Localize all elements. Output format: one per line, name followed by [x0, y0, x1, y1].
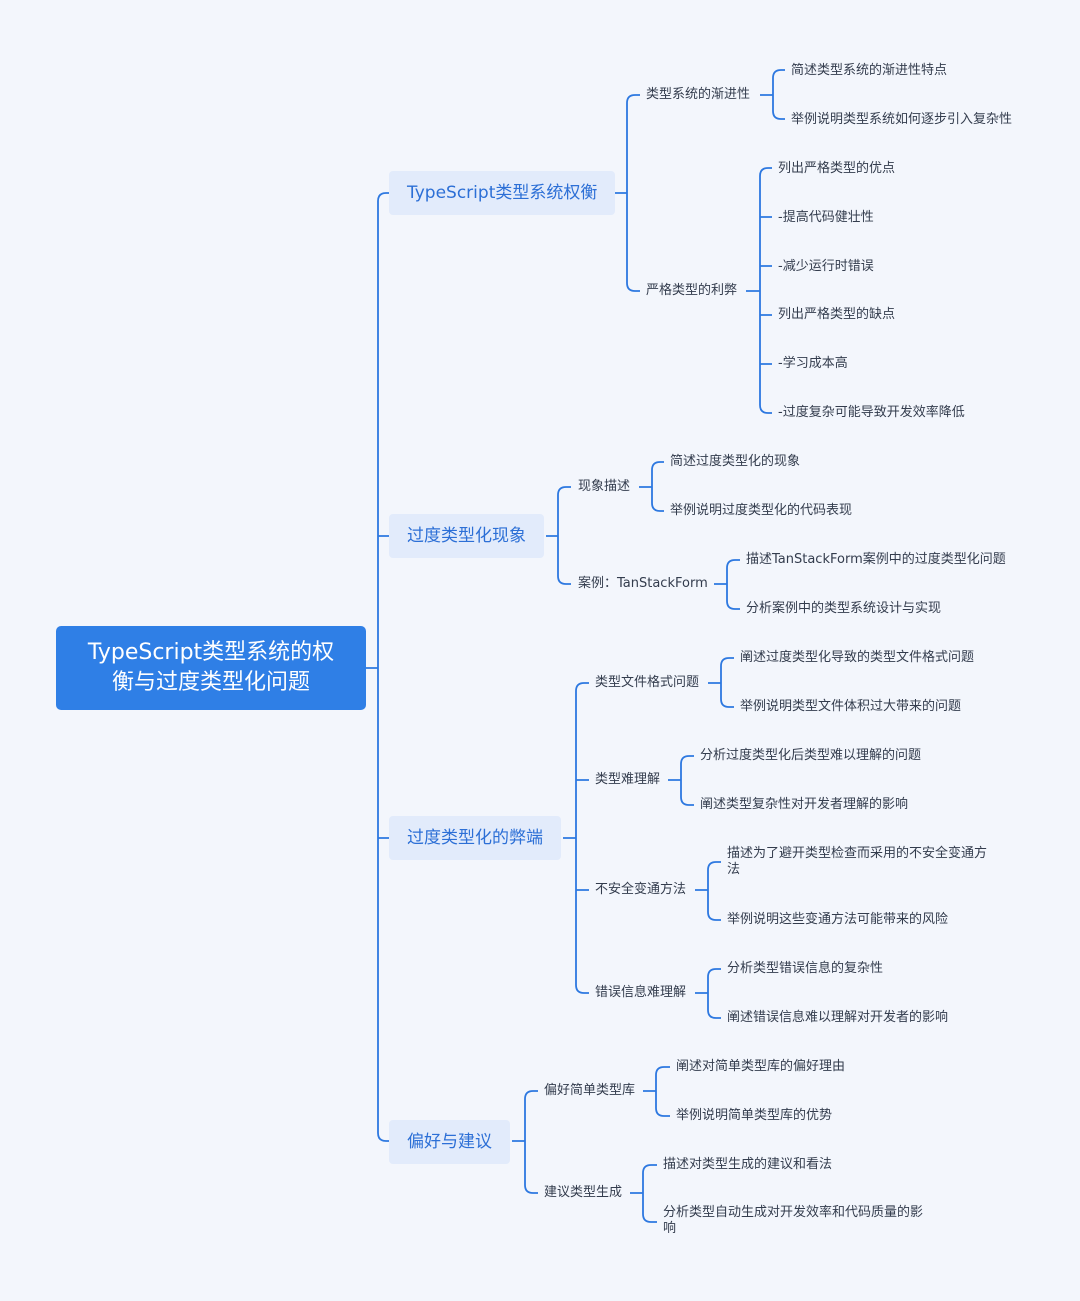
- leaf-item[interactable]: 简述类型系统的渐进性特点: [791, 63, 948, 78]
- topic-strict-typing[interactable]: 严格类型的利弊: [646, 283, 738, 298]
- root-label-line-1: TypeScript类型系统的权: [87, 640, 335, 665]
- leaf-item[interactable]: 分析案例中的类型系统设计与实现: [746, 601, 942, 616]
- leaf-item[interactable]: 举例说明类型系统如何逐步引入复杂性: [791, 112, 1013, 127]
- root-label-line-2: 衡与过度类型化问题: [111, 670, 310, 695]
- leaf-item[interactable]: 阐述对简单类型库的偏好理由: [676, 1059, 846, 1074]
- topic-suggest-type-generation[interactable]: 建议类型生成: [544, 1185, 623, 1200]
- leaf-item[interactable]: 列出严格类型的缺点: [778, 307, 896, 322]
- leaf-item[interactable]: -学习成本高: [778, 356, 848, 371]
- leaf-item[interactable]: -提高代码健壮性: [778, 210, 874, 225]
- leaf-item[interactable]: 描述为了避开类型检查而采用的不安全变通方法: [727, 846, 988, 877]
- leaf-item[interactable]: 举例说明类型文件体积过大带来的问题: [740, 699, 962, 714]
- connector-path: [366, 69, 785, 1223]
- leaf-item[interactable]: 描述TanStackForm案例中的过度类型化问题: [746, 552, 1006, 567]
- topic-type-file-format[interactable]: 类型文件格式问题: [595, 675, 700, 690]
- leaf-item[interactable]: 分析类型错误信息的复杂性: [727, 961, 884, 976]
- leaf-item[interactable]: 阐述过度类型化导致的类型文件格式问题: [740, 650, 975, 665]
- root-node[interactable]: TypeScript类型系统的权 衡与过度类型化问题: [56, 626, 366, 710]
- branch-typescript-tradeoffs[interactable]: TypeScript类型系统权衡: [389, 171, 616, 215]
- topic-error-messages[interactable]: 错误信息难理解: [595, 985, 687, 1000]
- leaf-item[interactable]: 分析类型自动生成对开发效率和代码质量的影响: [663, 1205, 924, 1236]
- leaf-item[interactable]: 描述对类型生成的建议和看法: [663, 1157, 833, 1172]
- topic-gradual-typing[interactable]: 类型系统的渐进性: [646, 87, 751, 102]
- leaf-item[interactable]: 举例说明这些变通方法可能带来的风险: [727, 912, 949, 927]
- leaf-item[interactable]: 举例说明过度类型化的代码表现: [670, 503, 853, 518]
- leaf-item[interactable]: -过度复杂可能导致开发效率降低: [778, 405, 965, 420]
- leaf-item[interactable]: 分析过度类型化后类型难以理解的问题: [700, 748, 922, 763]
- leaf-item[interactable]: 举例说明简单类型库的优势: [676, 1108, 833, 1123]
- branch-over-typing-phenomenon[interactable]: 过度类型化现象: [389, 514, 544, 558]
- branch-over-typing-drawbacks[interactable]: 过度类型化的弊端: [389, 816, 561, 860]
- leaf-item[interactable]: 列出严格类型的优点: [778, 161, 896, 176]
- branch-preferences-suggestions[interactable]: 偏好与建议: [389, 1120, 510, 1164]
- topic-phenomenon-description[interactable]: 现象描述: [578, 479, 631, 494]
- topic-unsafe-workarounds[interactable]: 不安全变通方法: [595, 882, 687, 897]
- topic-case-tanstackform[interactable]: 案例：TanStackForm: [578, 576, 708, 591]
- leaf-item[interactable]: -减少运行时错误: [778, 259, 874, 274]
- leaf-item[interactable]: 阐述错误信息难以理解对开发者的影响: [727, 1010, 949, 1025]
- topic-type-hard-to-understand[interactable]: 类型难理解: [595, 772, 661, 787]
- leaf-item[interactable]: 阐述类型复杂性对开发者理解的影响: [700, 797, 909, 812]
- leaf-item[interactable]: 简述过度类型化的现象: [670, 454, 801, 469]
- topic-prefer-simple-libraries[interactable]: 偏好简单类型库: [544, 1083, 636, 1098]
